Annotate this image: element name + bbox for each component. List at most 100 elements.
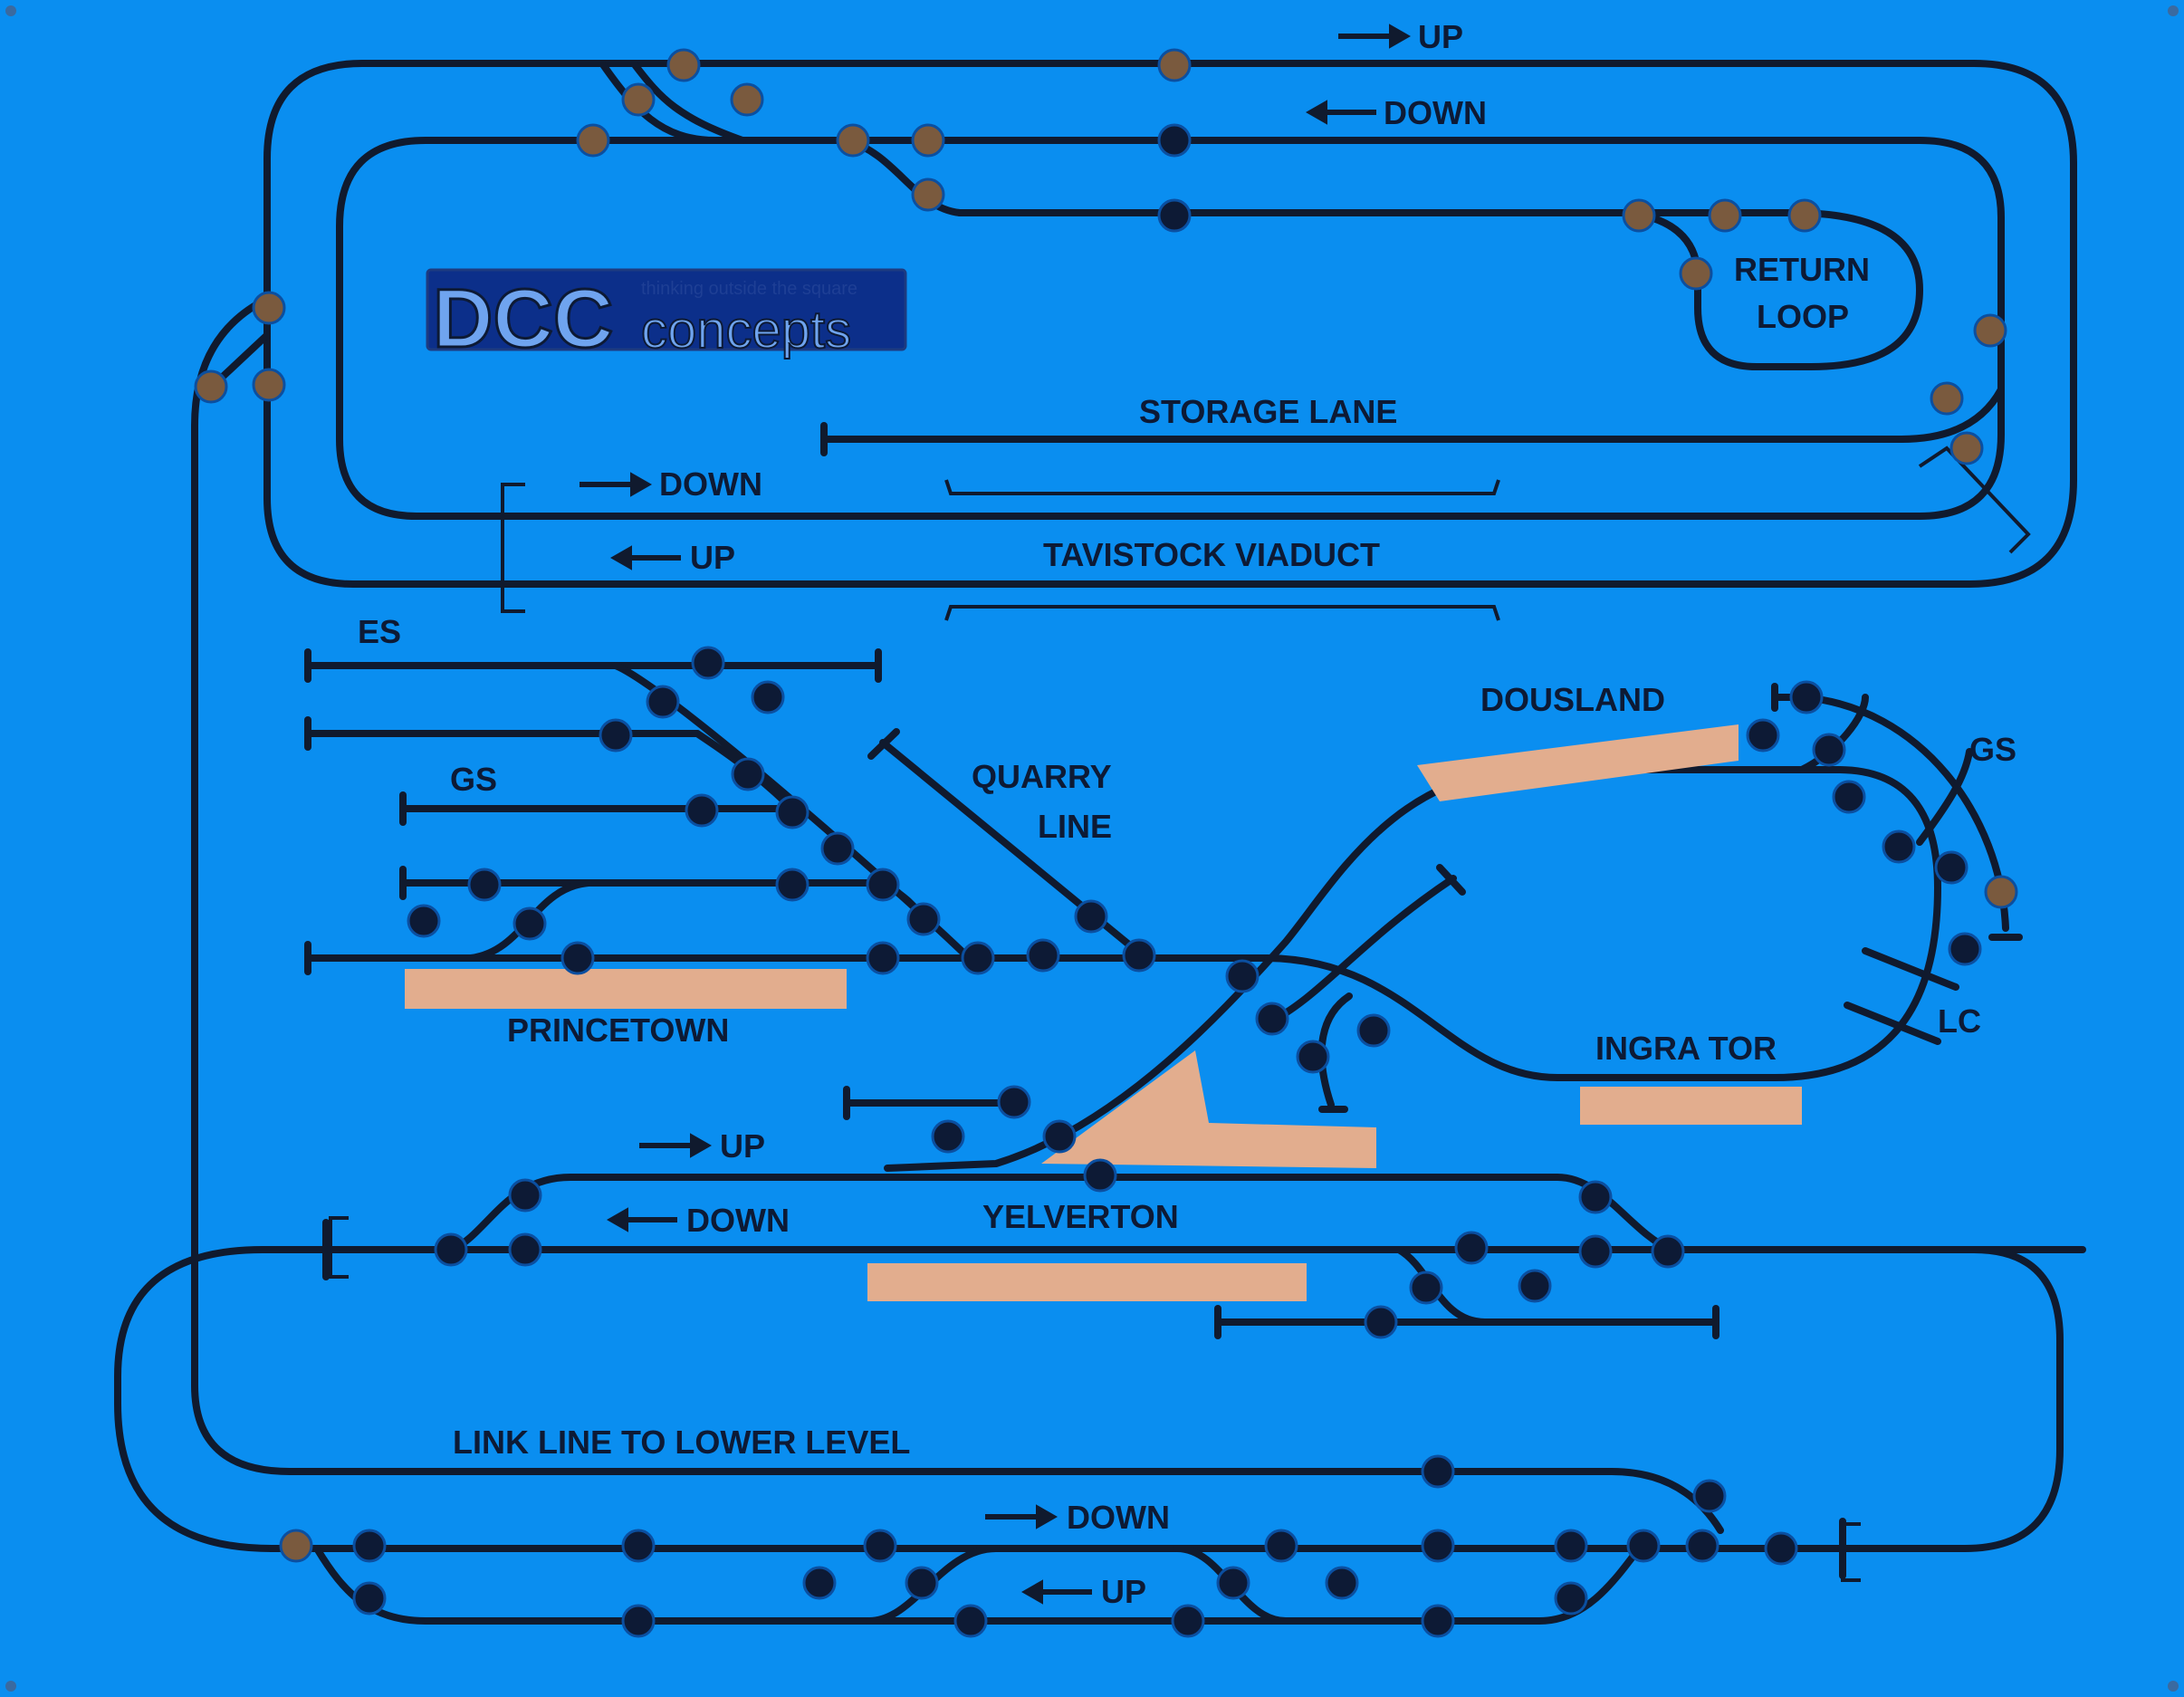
- switch-point[interactable]: [1948, 932, 1982, 966]
- label-lc: LC: [1938, 1002, 1981, 1040]
- switch-point[interactable]: [279, 1529, 313, 1563]
- switch-point[interactable]: [1930, 381, 1964, 416]
- switch-point[interactable]: [1578, 1180, 1613, 1214]
- switch-point[interactable]: [576, 123, 610, 158]
- switch-point[interactable]: [1746, 718, 1780, 753]
- switch-point[interactable]: [1626, 1529, 1661, 1563]
- switch-point[interactable]: [621, 82, 656, 117]
- switch-point[interactable]: [1255, 1002, 1289, 1036]
- switch-point[interactable]: [1832, 780, 1866, 814]
- switch-point[interactable]: [407, 904, 441, 938]
- switch-points[interactable]: [194, 48, 2018, 1638]
- label-down-viaduct: DOWN: [659, 465, 762, 503]
- switch-point[interactable]: [1812, 733, 1846, 767]
- switch-point[interactable]: [911, 123, 945, 158]
- switch-point[interactable]: [1973, 313, 2007, 348]
- switch-point[interactable]: [1518, 1269, 1552, 1303]
- switch-point[interactable]: [1882, 829, 1916, 864]
- switch-point[interactable]: [467, 868, 502, 902]
- switch-point[interactable]: [836, 123, 870, 158]
- switch-point[interactable]: [1421, 1604, 1455, 1638]
- switch-point[interactable]: [866, 941, 900, 975]
- switch-point[interactable]: [1421, 1529, 1455, 1563]
- switch-point[interactable]: [1789, 680, 1824, 714]
- switch-point[interactable]: [1984, 875, 2018, 909]
- switch-point[interactable]: [666, 48, 701, 82]
- switch-point[interactable]: [1708, 198, 1742, 233]
- switch-point[interactable]: [1949, 431, 1984, 465]
- switch-point[interactable]: [751, 680, 785, 714]
- labels: UP DOWN RETURN LOOP STORAGE LANE DOWN UP…: [358, 18, 2016, 1610]
- switch-point[interactable]: [1356, 1013, 1391, 1048]
- switch-point[interactable]: [931, 1119, 965, 1154]
- switch-point[interactable]: [194, 369, 228, 404]
- label-down-lower: DOWN: [1067, 1499, 1170, 1536]
- switch-point[interactable]: [953, 1604, 988, 1638]
- switch-point[interactable]: [1225, 959, 1260, 993]
- switch-point[interactable]: [820, 831, 855, 866]
- switch-point[interactable]: [1042, 1119, 1077, 1154]
- switch-point[interactable]: [1764, 1531, 1798, 1566]
- switch-point[interactable]: [1264, 1529, 1298, 1563]
- switch-point[interactable]: [1074, 899, 1108, 934]
- switch-point[interactable]: [599, 718, 633, 753]
- switch-point[interactable]: [961, 941, 995, 975]
- switch-point[interactable]: [1692, 1479, 1727, 1513]
- switch-point[interactable]: [508, 1232, 542, 1267]
- switch-point[interactable]: [1409, 1270, 1443, 1305]
- switch-point[interactable]: [1421, 1454, 1455, 1489]
- switch-point[interactable]: [866, 868, 900, 902]
- switch-point[interactable]: [560, 941, 595, 975]
- switch-point[interactable]: [1364, 1305, 1398, 1339]
- switch-point[interactable]: [646, 685, 680, 719]
- switch-point[interactable]: [1679, 256, 1713, 291]
- switch-point[interactable]: [1787, 198, 1822, 233]
- switch-point[interactable]: [1554, 1529, 1588, 1563]
- switch-point[interactable]: [1216, 1566, 1250, 1600]
- switch-point[interactable]: [1083, 1158, 1117, 1193]
- switch-point[interactable]: [1171, 1604, 1205, 1638]
- switch-point[interactable]: [730, 82, 764, 117]
- switch-point[interactable]: [352, 1529, 387, 1563]
- switch-point[interactable]: [352, 1581, 387, 1616]
- switch-point[interactable]: [1685, 1529, 1719, 1563]
- switch-point[interactable]: [1157, 48, 1192, 82]
- label-return-loop-2: LOOP: [1757, 298, 1849, 335]
- label-princetown: PRINCETOWN: [507, 1011, 729, 1049]
- switch-point[interactable]: [621, 1529, 656, 1563]
- switch-point[interactable]: [731, 757, 765, 791]
- switch-point[interactable]: [1325, 1566, 1359, 1600]
- switch-point[interactable]: [252, 368, 286, 402]
- switch-point[interactable]: [1296, 1040, 1330, 1074]
- switch-point[interactable]: [1622, 198, 1656, 233]
- switch-point[interactable]: [691, 646, 725, 680]
- switch-point[interactable]: [863, 1529, 897, 1563]
- switch-point[interactable]: [906, 902, 941, 936]
- switch-point[interactable]: [1122, 938, 1156, 973]
- switch-point[interactable]: [1454, 1231, 1489, 1265]
- switch-point[interactable]: [1934, 850, 1968, 885]
- switch-point[interactable]: [775, 868, 809, 902]
- switch-point[interactable]: [905, 1566, 939, 1600]
- switch-point[interactable]: [434, 1232, 468, 1267]
- switch-point[interactable]: [621, 1604, 656, 1638]
- switch-point[interactable]: [997, 1085, 1031, 1119]
- switch-point[interactable]: [775, 795, 809, 829]
- label-return-loop-1: RETURN: [1734, 251, 1870, 288]
- switch-point[interactable]: [685, 793, 719, 828]
- label-up-top: UP: [1418, 18, 1463, 55]
- switch-point[interactable]: [252, 291, 286, 325]
- switch-point[interactable]: [1578, 1234, 1613, 1269]
- switch-point[interactable]: [512, 906, 547, 941]
- switch-point[interactable]: [1554, 1581, 1588, 1616]
- switch-point[interactable]: [1026, 938, 1060, 973]
- switch-point[interactable]: [1157, 123, 1192, 158]
- switch-point[interactable]: [1157, 198, 1192, 233]
- switch-point[interactable]: [1651, 1234, 1685, 1269]
- switch-point[interactable]: [802, 1566, 837, 1600]
- switch-point[interactable]: [911, 177, 945, 212]
- track-dousland-spur-3: [1916, 748, 1973, 846]
- switch-point[interactable]: [508, 1178, 542, 1213]
- track-layout: [114, 60, 2086, 1625]
